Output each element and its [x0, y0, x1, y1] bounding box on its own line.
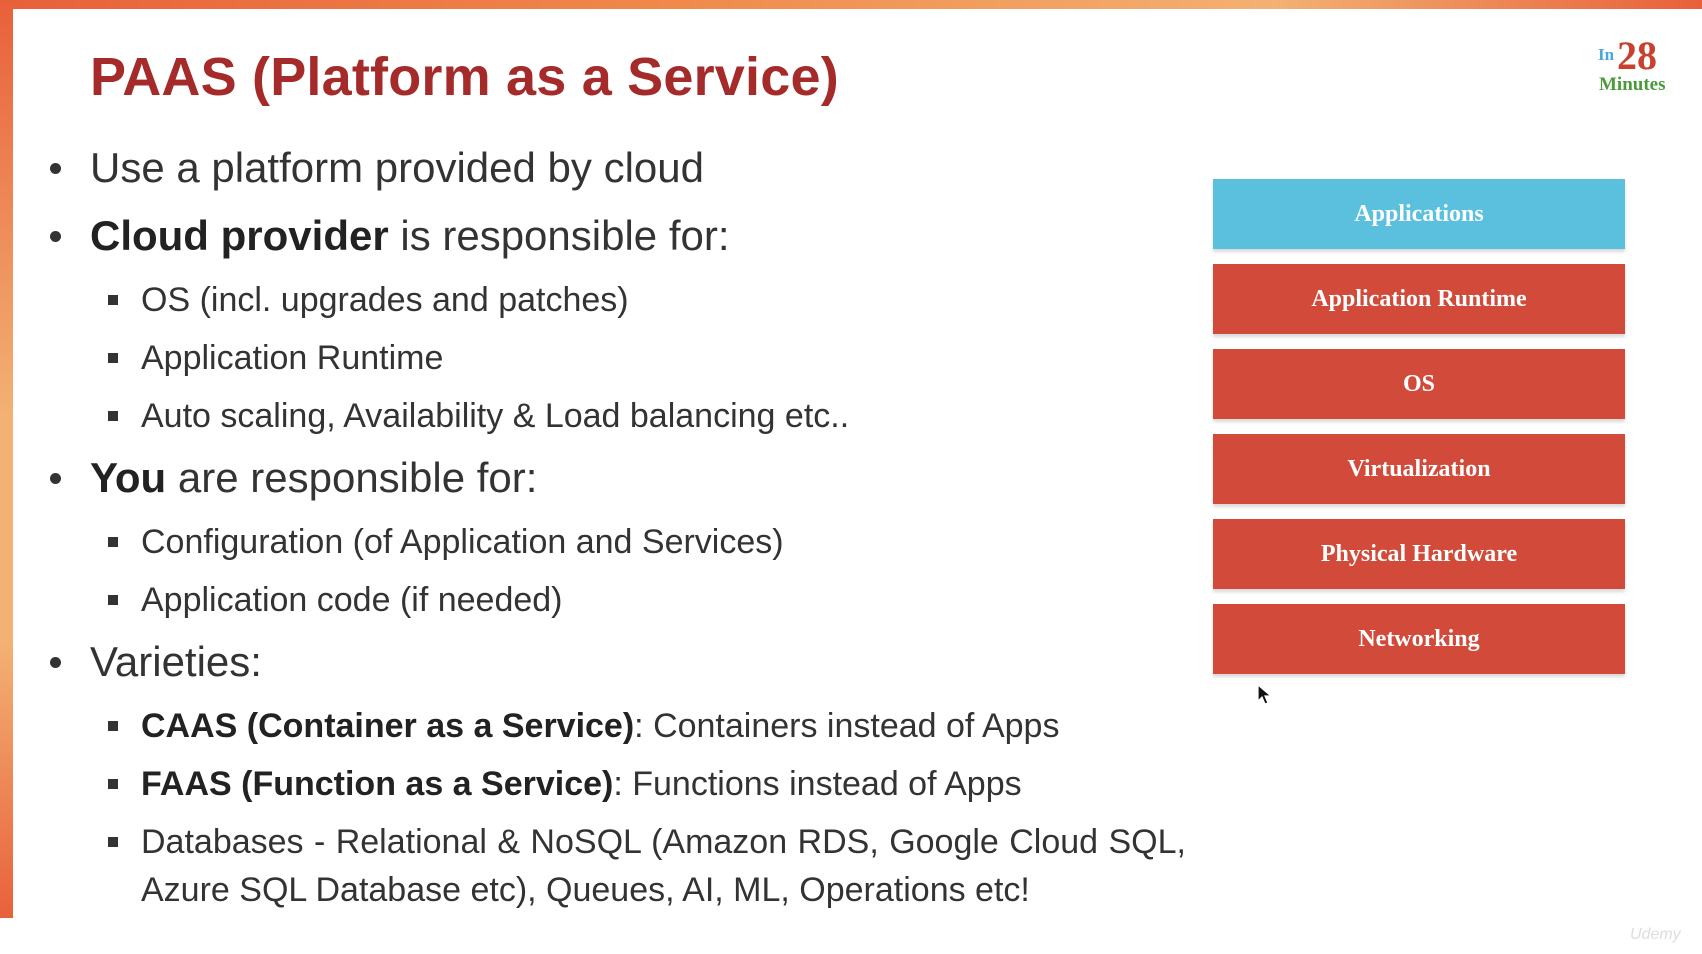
logo-in-text: In [1598, 45, 1615, 64]
bullet-list: Use a platform provided by cloud Cloud p… [46, 140, 1186, 924]
logo-minutes-text: Minutes [1599, 74, 1666, 95]
layer-networking: Networking [1213, 604, 1625, 674]
sub-list: CAAS (Container as a Service): Container… [46, 702, 1186, 914]
square-bullet-icon [108, 837, 118, 847]
square-bullet-icon [108, 537, 118, 547]
sub-item: FAAS (Function as a Service): Functions … [46, 760, 1151, 808]
bullet-text: is responsible for: [388, 212, 730, 259]
in28minutes-logo: In 28 Minutes [1598, 32, 1678, 98]
left-accent-bar [0, 0, 13, 920]
udemy-watermark: Udemy [1630, 926, 1681, 943]
sub-item: Auto scaling, Availability & Load balanc… [46, 392, 1151, 440]
sub-item-text: Application Runtime [141, 339, 444, 377]
square-bullet-icon [108, 595, 118, 605]
bullet-dot-icon [50, 473, 61, 484]
bullet-dot-icon [50, 163, 61, 174]
bullet-text: are responsible for: [166, 454, 538, 501]
bullet-bold-text: Cloud provider [90, 212, 389, 259]
bullet-item: Varieties: [46, 634, 1151, 690]
layer-os: OS [1213, 349, 1625, 419]
sub-item: Application code (if needed) [46, 576, 1151, 624]
sub-list: OS (incl. upgrades and patches) Applicat… [46, 276, 1151, 440]
sub-item: OS (incl. upgrades and patches) [46, 276, 1151, 324]
square-bullet-icon [108, 411, 118, 421]
layer-applications: Applications [1213, 179, 1625, 249]
bullet-dot-icon [50, 657, 61, 668]
sub-item-text: Databases - Relational & NoSQL (Amazon R… [141, 823, 1186, 909]
sub-item-text: OS (incl. upgrades and patches) [141, 281, 629, 319]
sub-item-text: Configuration (of Application and Servic… [141, 523, 784, 561]
mouse-cursor-icon [1257, 684, 1273, 705]
sub-item: Application Runtime [46, 334, 1151, 382]
layer-application-runtime: Application Runtime [1213, 264, 1625, 334]
layer-virtualization: Virtualization [1213, 434, 1625, 504]
bullet-item: Use a platform provided by cloud [46, 140, 1151, 196]
square-bullet-icon [108, 353, 118, 363]
sub-item-text: Auto scaling, Availability & Load balanc… [141, 397, 850, 435]
square-bullet-icon [108, 721, 118, 731]
bullet-item: You are responsible for: [46, 450, 1151, 506]
square-bullet-icon [108, 295, 118, 305]
sub-item: Configuration (of Application and Servic… [46, 518, 1151, 566]
paas-layer-stack: Applications Application Runtime OS Virt… [1213, 179, 1625, 689]
sub-item-bold-text: FAAS (Function as a Service) [141, 765, 614, 803]
bullet-dot-icon [50, 231, 61, 242]
sub-item: Databases - Relational & NoSQL (Amazon R… [46, 818, 1186, 914]
sub-item-bold-text: CAAS (Container as a Service) [141, 707, 635, 745]
sub-item-text: : Functions instead of Apps [613, 765, 1022, 803]
slide-title: PAAS (Platform as a Service) [90, 47, 839, 107]
bullet-text: Use a platform provided by cloud [90, 144, 704, 191]
bottom-strip [0, 918, 1702, 954]
sub-list: Configuration (of Application and Servic… [46, 518, 1151, 624]
logo-number-text: 28 [1617, 33, 1657, 78]
square-bullet-icon [108, 779, 118, 789]
bullet-bold-text: You [90, 454, 167, 501]
layer-physical-hardware: Physical Hardware [1213, 519, 1625, 589]
sub-item: CAAS (Container as a Service): Container… [46, 702, 1151, 750]
sub-item-text: Application code (if needed) [141, 581, 563, 619]
top-accent-bar [0, 0, 1702, 9]
sub-item-text: : Containers instead of Apps [634, 707, 1060, 745]
bullet-item: Cloud provider is responsible for: [46, 208, 1151, 264]
bullet-text: Varieties: [90, 638, 262, 685]
